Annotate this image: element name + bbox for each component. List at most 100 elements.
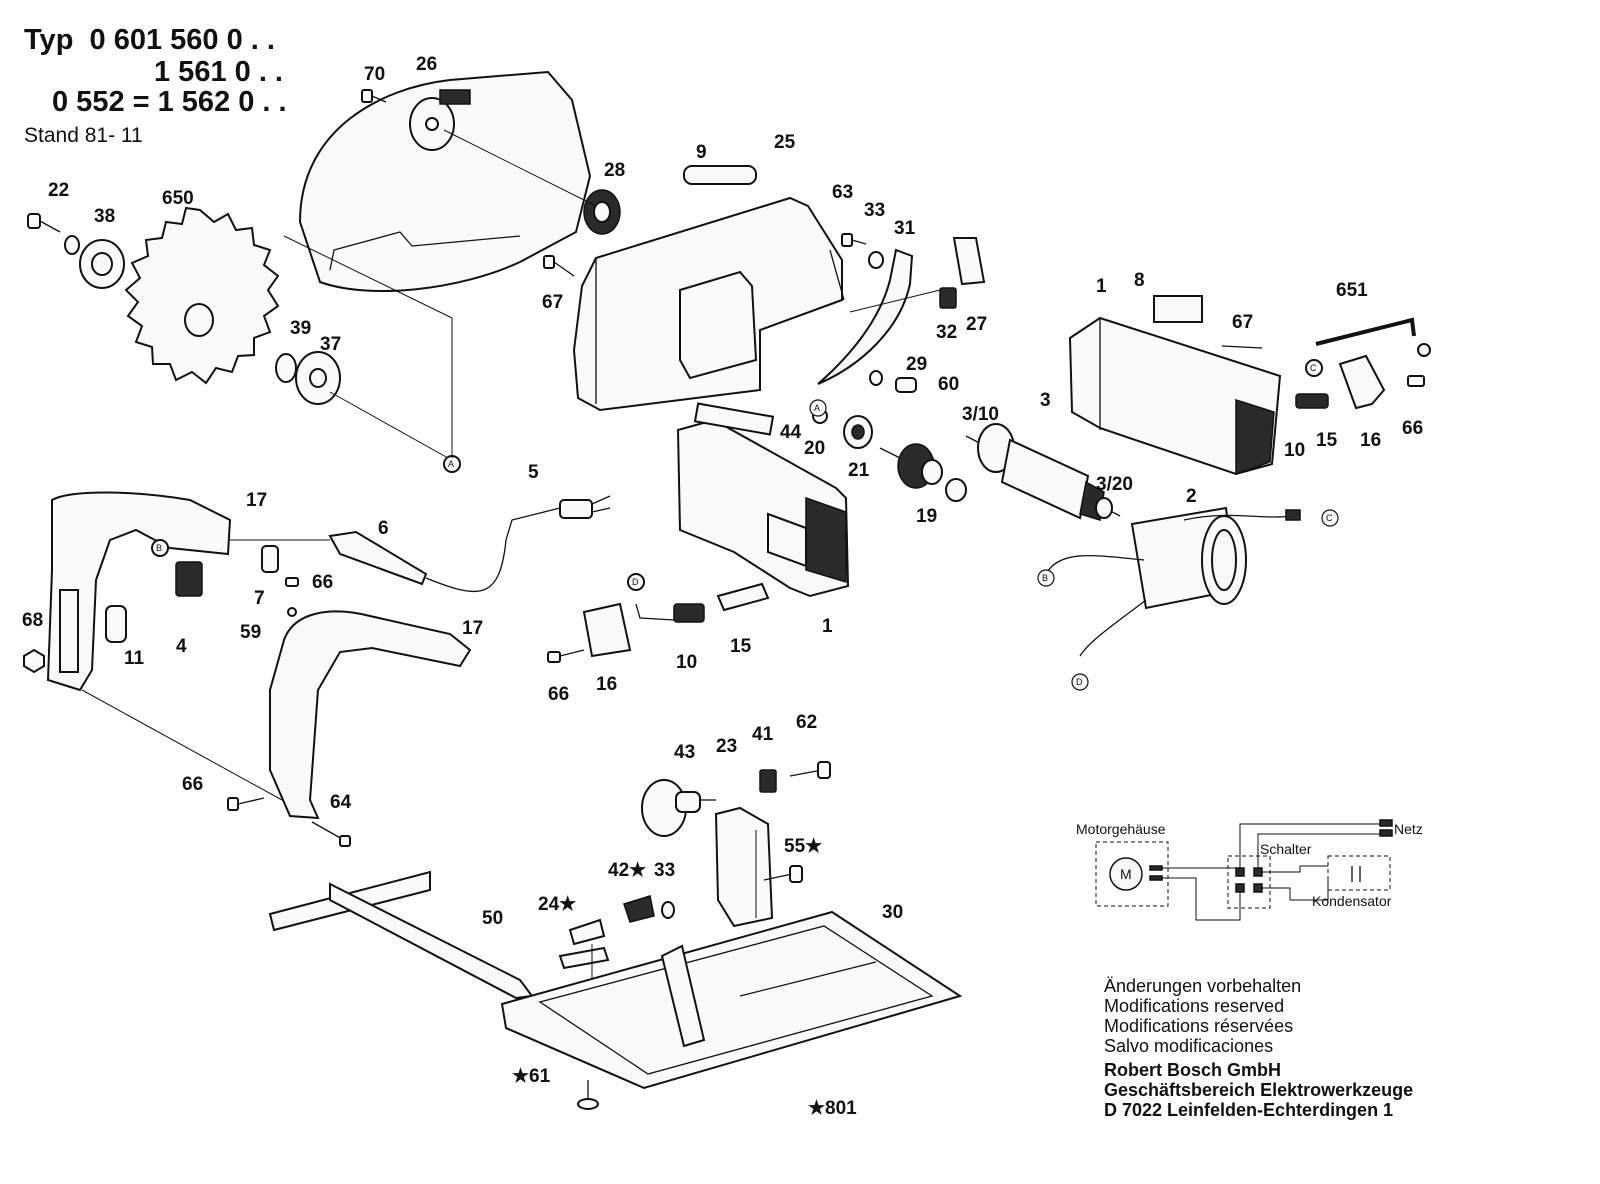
label-33-base: 33: [654, 860, 675, 881]
note-fr: Modifications réservées: [1104, 1016, 1294, 1036]
schematic-motor-housing: Motorgehäuse: [1076, 821, 1166, 837]
label-4: 4: [176, 636, 187, 657]
label-26: 26: [416, 54, 437, 75]
label-55: 55★: [784, 836, 822, 857]
label-30: 30: [882, 902, 903, 923]
label-27: 27: [966, 314, 987, 335]
ref-marker-A: A: [809, 399, 827, 417]
screw-60: [869, 370, 917, 393]
company-division: Geschäftsbereich Elektrowerkzeuge: [1104, 1080, 1414, 1100]
svg-text:A: A: [814, 403, 820, 413]
label-15-center: 15: [730, 636, 752, 657]
screw-70: [361, 89, 387, 103]
label-10-center: 10: [676, 652, 697, 673]
label-8: 8: [1134, 270, 1145, 291]
label-68: 68: [22, 610, 43, 631]
nut-68: [23, 648, 45, 674]
screw-67-left: [543, 255, 575, 277]
brush-10-center: [627, 573, 705, 623]
part-27: [952, 237, 986, 286]
rear-handle-17: [81, 610, 472, 820]
flange-39-37: [275, 351, 461, 473]
svg-text:A: A: [448, 459, 454, 469]
cover-16-center: [547, 602, 632, 663]
brush-10-15-right: [1295, 359, 1329, 409]
screw-66-handle: [227, 797, 265, 811]
cover-16-right: [1338, 354, 1425, 410]
label-43: 43: [674, 742, 695, 763]
saw-blade: [124, 206, 280, 385]
label-16-right: 16: [1360, 430, 1381, 451]
screw-61: [577, 1080, 599, 1110]
label-9: 9: [696, 142, 707, 163]
spring-28: [443, 129, 621, 235]
field-coil-2: [1045, 506, 1301, 657]
hex-key-651: [1315, 317, 1431, 357]
company-address: Robert Bosch GmbH Geschäftsbereich Elekt…: [1104, 1060, 1413, 1120]
screw-63: [841, 233, 884, 269]
label-64: 64: [330, 792, 352, 813]
label-66-handle: 66: [182, 774, 203, 795]
label-66-center: 66: [548, 684, 569, 705]
svg-text:D: D: [632, 577, 639, 587]
label-650: 650: [162, 188, 194, 209]
label-3-10: 3/10: [962, 404, 999, 425]
label-37: 37: [320, 334, 341, 355]
label-42: 42★: [608, 860, 646, 881]
note-de: Änderungen vorbehalten: [1104, 976, 1302, 996]
part-32: [939, 287, 957, 309]
label-23: 23: [716, 736, 737, 757]
parallel-guide-50: [268, 870, 534, 1000]
label-60: 60: [938, 374, 959, 395]
label-31: 31: [894, 218, 916, 239]
svg-text:B: B: [156, 543, 162, 553]
gear-21: [879, 443, 943, 489]
armature-3: [965, 423, 1121, 521]
label-7: 7: [254, 588, 265, 609]
riving-knife-31: [817, 248, 941, 385]
label-3-20: 3/20: [1096, 474, 1133, 495]
label-41: 41: [752, 724, 774, 745]
brush-holder-15-center: [716, 582, 770, 612]
ref-marker-D: D D: [632, 577, 1089, 691]
wing-nut-42: [623, 895, 675, 923]
schematic-capacitor: Kondensator: [1312, 893, 1392, 909]
bearing-19: [945, 478, 967, 502]
label-25: 25: [774, 132, 796, 153]
label-67-right: 67: [1232, 312, 1253, 333]
screw-62: [789, 761, 831, 779]
label-17-top: 17: [246, 490, 267, 511]
svg-text:D: D: [1076, 677, 1083, 687]
label-17-rear: 17: [462, 618, 483, 639]
base-plate-30: [500, 910, 963, 1090]
front-handle-17: [46, 491, 232, 692]
part-labels: 70 26 22 38 650 28 9 25 63 33 31 67 27 3…: [22, 54, 1423, 1119]
label-67: 67: [542, 292, 563, 313]
label-61: ★61: [512, 1066, 551, 1087]
bearing-20: [843, 415, 873, 449]
upper-guard: [283, 70, 592, 458]
label-38: 38: [94, 206, 115, 227]
label-1-right: 1: [1096, 276, 1107, 297]
label-66-right: 66: [1402, 418, 1423, 439]
schematic-mains: Netz: [1394, 821, 1423, 837]
label-801: ★801: [808, 1098, 857, 1119]
type-line-3: 0 552 = 1 562 0 . .: [52, 86, 287, 118]
company-name: Robert Bosch GmbH: [1104, 1060, 1282, 1080]
label-32: 32: [936, 322, 957, 343]
label-22: 22: [48, 180, 69, 201]
cable-clip-7: [261, 545, 299, 617]
label-59: 59: [240, 622, 261, 643]
label-11: 11: [124, 648, 145, 669]
switch-4: [105, 539, 203, 643]
label-651: 651: [1336, 280, 1368, 301]
label-24: 24★: [538, 894, 576, 915]
screw-55: [763, 865, 803, 883]
label-63: 63: [832, 182, 853, 203]
label-20: 20: [804, 438, 825, 459]
type-line-1: Typ 0 601 560 0 . .: [24, 24, 275, 56]
scale-23: [714, 806, 774, 928]
knob-43: [641, 779, 716, 837]
